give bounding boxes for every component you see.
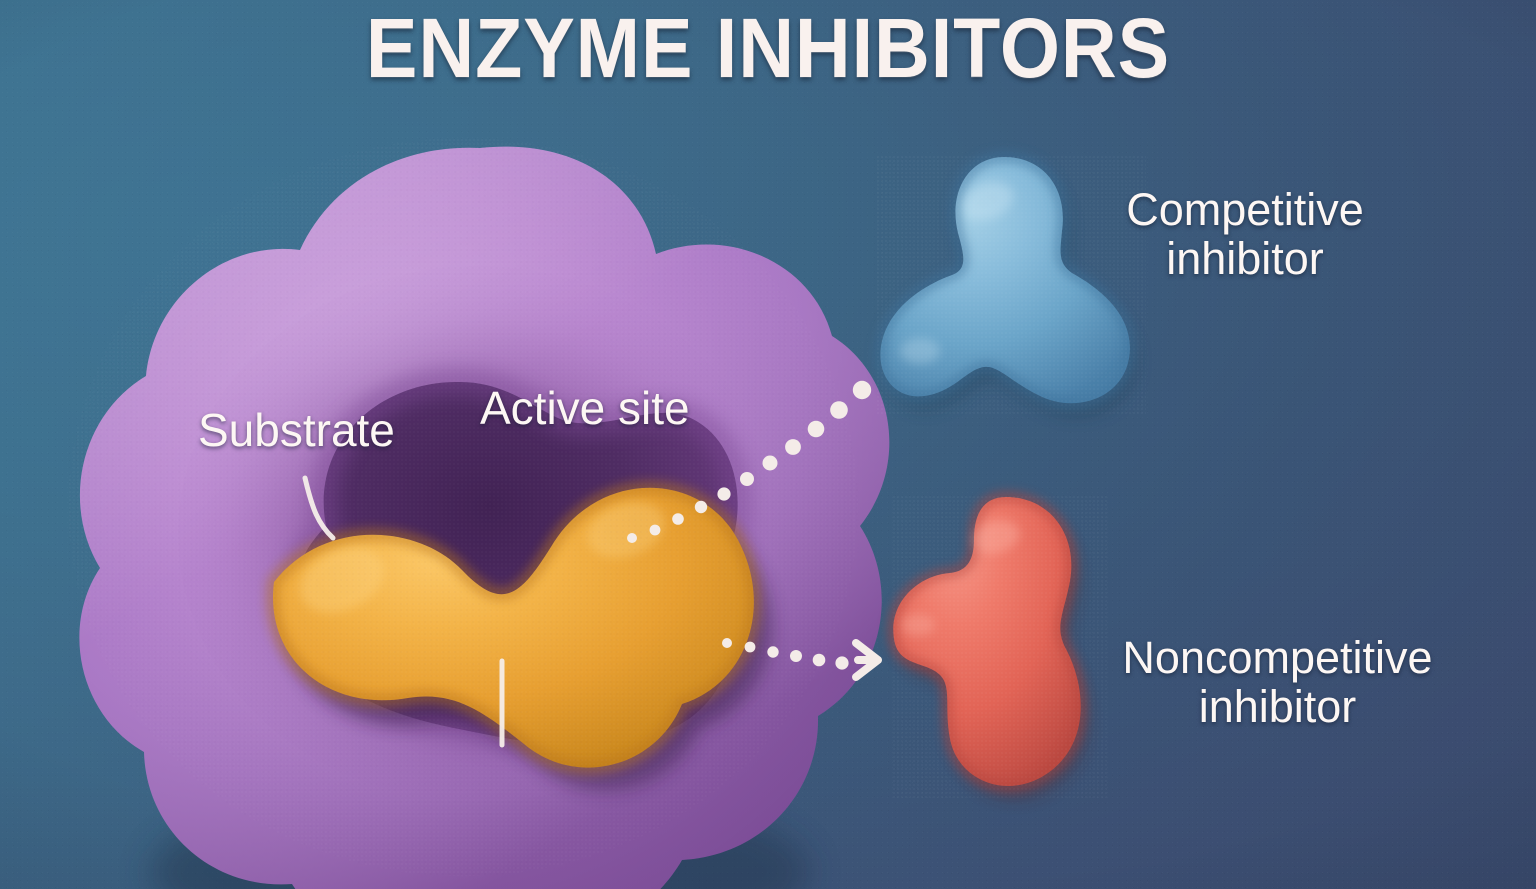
noncompetitive-label-line1: Noncompetitive — [1122, 632, 1433, 683]
competitive-label-line1: Competitive — [1126, 184, 1364, 235]
noncompetitive-inhibitor-label: Noncompetitive inhibitor — [1080, 632, 1475, 732]
noncompetitive-highlight — [972, 520, 1020, 554]
substrate-highlight-right — [587, 502, 665, 558]
active-site-label: Active site — [480, 382, 690, 434]
noncompetitive-body — [893, 497, 1081, 786]
enzyme-molecule — [60, 130, 900, 889]
competitive-inhibitor-svg — [875, 151, 1136, 417]
competitive-highlight — [962, 181, 1014, 221]
competitive-label-line2: inhibitor — [1166, 232, 1324, 284]
substrate-rim-shading — [266, 480, 761, 775]
competitive-rim-shading — [875, 151, 1136, 409]
noncompetitive-highlight-2 — [901, 614, 935, 636]
page-title: ENZYME INHIBITORS — [365, 1, 1171, 95]
substrate-highlight-left — [299, 547, 385, 613]
substrate-label: Substrate — [198, 404, 395, 456]
competitive-inhibitor-label: Competitive inhibitor — [1080, 184, 1410, 284]
noncompetitive-rim-shading — [887, 491, 1087, 792]
noncompetitive-inhibitor-svg — [887, 491, 1088, 799]
competitive-highlight-2 — [900, 338, 940, 364]
noncompetitive-label-line2: inhibitor — [1198, 680, 1357, 732]
noncompetitive-inhibitor-molecule — [887, 491, 1107, 800]
competitive-body — [880, 157, 1130, 404]
enzyme-svg — [79, 146, 890, 889]
